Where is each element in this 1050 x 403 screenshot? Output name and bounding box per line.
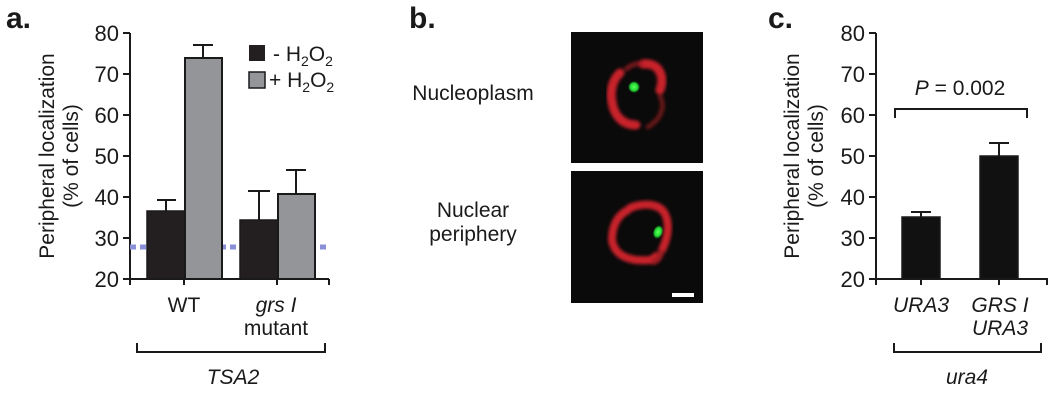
svg-text:30: 30	[841, 226, 865, 251]
bar-grs1-plus-h2o2	[277, 193, 316, 280]
category-ura3: URA3	[893, 294, 949, 317]
svg-text:50: 50	[95, 144, 119, 169]
micrograph-nucleoplasm	[571, 32, 703, 163]
svg-text:60: 60	[95, 103, 119, 128]
svg-text:70: 70	[95, 62, 119, 87]
scale-bar	[672, 293, 694, 297]
panel-c: c. Peripheral localization (% of cells) …	[768, 2, 1048, 389]
svg-text:50: 50	[841, 144, 865, 169]
category-grs1-line2: mutant	[244, 317, 308, 340]
svg-text:40: 40	[841, 185, 865, 210]
row-label-nucleoplasm: Nucleoplasm	[412, 82, 533, 105]
svg-text:40: 40	[95, 185, 119, 210]
green-locus-dot	[652, 225, 664, 239]
bar-wt-plus-h2o2	[184, 57, 223, 280]
row-label-periphery: periphery	[429, 223, 517, 246]
svg-text:Peripheral localization: Peripheral localization	[36, 53, 59, 258]
micrograph-nuclear-periphery	[571, 171, 703, 303]
panel-c-bars	[901, 142, 1019, 280]
svg-text:Peripheral localization: Peripheral localization	[781, 53, 804, 258]
panel-b: b. Nucleoplasm Nuclear periphery	[409, 2, 703, 303]
category-grs1-ura3-line2: URA3	[972, 317, 1028, 340]
bar-grs1-minus-h2o2	[239, 219, 279, 280]
category-grs1: grs I	[256, 294, 297, 317]
category-wt: WT	[168, 294, 201, 317]
svg-text:70: 70	[841, 62, 865, 87]
group-bracket-tsa2	[136, 343, 326, 353]
pvalue-bracket	[894, 108, 1028, 118]
category-grs1-ura3: GRS I	[971, 294, 1028, 317]
svg-text:(% of cells): (% of cells)	[60, 104, 83, 208]
panel-c-ylabel: Peripheral localization (% of cells)	[781, 53, 828, 258]
bar-grs1-ura3	[979, 155, 1019, 280]
svg-text:80: 80	[95, 21, 119, 46]
group-bracket-ura4	[893, 343, 1042, 353]
panel-a-bars	[146, 44, 316, 280]
panel-c-label: c.	[768, 2, 793, 35]
svg-text:20: 20	[841, 267, 865, 292]
panel-a-legend: - H2O2 + H2O2	[248, 43, 334, 95]
svg-text:30: 30	[95, 226, 119, 251]
bar-ura3	[901, 216, 941, 280]
panel-c-axes	[869, 32, 1048, 285]
panel-a-label: a.	[6, 2, 31, 35]
panel-c-yticks: 80 70 60 50 40 30 20	[841, 21, 865, 292]
row-label-nuclear: Nuclear	[437, 199, 509, 222]
group-label-tsa2: TSA2	[207, 366, 260, 389]
panel-a-ylabel: Peripheral localization (% of cells)	[36, 53, 83, 258]
svg-text:(% of cells): (% of cells)	[805, 104, 828, 208]
legend-swatch-plus	[248, 71, 266, 89]
svg-text:80: 80	[841, 21, 865, 46]
panel-a-yticks: 80 70 60 50 40 30 20	[95, 21, 119, 292]
pvalue-annotation: P = 0.002	[915, 77, 1006, 100]
green-locus-dot	[628, 81, 640, 93]
bar-wt-minus-h2o2	[146, 210, 186, 280]
panel-b-label: b.	[409, 2, 436, 35]
legend-swatch-minus	[249, 45, 265, 61]
group-label-ura4: ura4	[946, 366, 988, 389]
panel-a: a. Peripheral localization (% of cells) …	[6, 2, 334, 389]
svg-text:60: 60	[841, 103, 865, 128]
svg-text:20: 20	[95, 267, 119, 292]
legend-label-minus: - H2O2	[273, 43, 333, 69]
legend-label-plus: + H2O2	[269, 69, 334, 95]
